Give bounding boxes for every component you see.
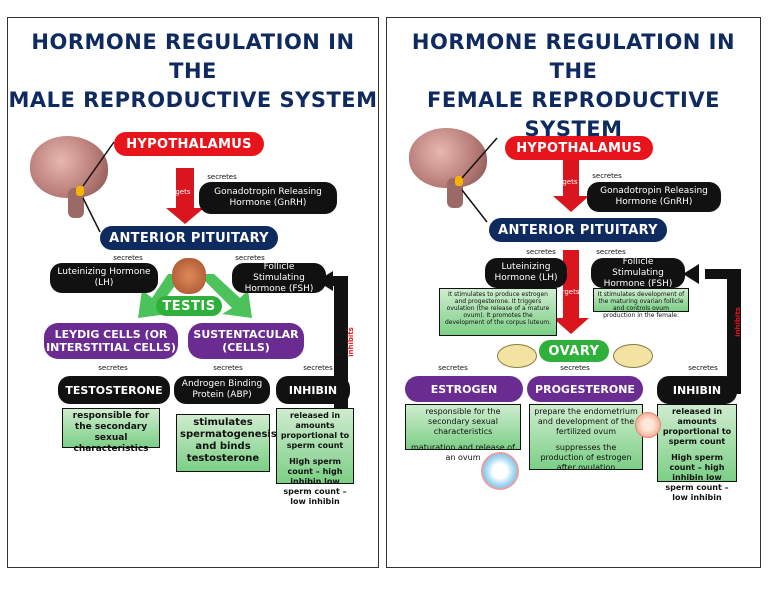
male-sustentacular-node: SUSTENTACULAR (CELLS) — [188, 323, 304, 359]
female-panel: HORMONE REGULATION IN THE FEMALE REPRODU… — [386, 17, 761, 568]
male-inhibin-desc-2: High sperm count – high inhibin low sper… — [283, 457, 347, 506]
female-estrogen-secretes: secretes — [438, 364, 468, 372]
female-estrogen-desc-2: maturation and release of an ovum — [411, 443, 515, 462]
female-lh-desc: It stimulates to produce estrogen and pr… — [439, 288, 557, 336]
female-title: HORMONE REGULATION IN THE FEMALE REPRODU… — [387, 28, 760, 144]
female-estrogen-desc: responsible for the secondary sexual cha… — [405, 404, 521, 462]
pituitary-marker — [76, 186, 84, 196]
male-abp-secretes: secretes — [213, 364, 243, 372]
female-progesterone-node: PROGESTERONE — [527, 376, 643, 402]
female-fsh-desc: It stimulates development of the maturin… — [593, 288, 689, 319]
female-fsh-secretes: secretes — [596, 248, 626, 256]
male-hypothalamus-secretes: secretes — [207, 173, 237, 181]
female-ovary-node: OVARY — [539, 340, 609, 362]
female-inhibin-secretes: secretes — [688, 364, 718, 372]
female-hypothalamus-secretes: secretes — [592, 172, 622, 180]
ovum-illustration — [481, 452, 519, 490]
female-progesterone-desc: prepare the endometrium and development … — [529, 404, 643, 472]
male-inhibin-desc-1: released in amounts proportional to sper… — [280, 411, 350, 450]
female-inhibin-desc-2: High sperm count – high inhibin low sper… — [665, 453, 729, 502]
male-title: HORMONE REGULATION IN THE MALE REPRODUCT… — [8, 28, 378, 115]
female-progesterone-desc-1: prepare the endometrium and development … — [534, 407, 638, 436]
female-progesterone-desc-2: suppresses the production of estrogen af… — [540, 443, 632, 472]
male-testis-node: TESTIS — [156, 296, 222, 316]
male-abp-node: Androgen Binding Protein (ABP) — [174, 376, 270, 404]
male-title-line2: MALE REPRODUCTIVE SYSTEM — [8, 88, 378, 112]
male-inhibin-node: INHIBIN — [276, 376, 350, 404]
male-lh-node: Luteinizing Hormone (LH) — [50, 263, 158, 293]
female-gnrh-node: Gonadotropin Releasing Hormone (GnRH) — [587, 182, 721, 212]
male-testosterone-secretes: secretes — [98, 364, 128, 372]
female-title-line2: FEMALE REPRODUCTIVE SYSTEM — [427, 88, 720, 141]
male-fsh-node: Follicle Stimulating Hormone (FSH) — [232, 262, 326, 294]
female-lh-secretes: secretes — [526, 248, 556, 256]
male-gnrh-node: Gonadotropin Releasing Hormone (GnRH) — [199, 182, 337, 214]
male-inhibin-desc: released in amounts proportional to sper… — [276, 408, 354, 506]
female-inhibin-desc-1: released in amounts proportional to sper… — [662, 407, 732, 446]
pituitary-marker — [455, 176, 463, 186]
male-inhibin-secretes: secretes — [303, 364, 333, 372]
female-estrogen-desc-1: responsible for the secondary sexual cha… — [425, 407, 501, 436]
female-lh-node: Luteinizing Hormone (LH) — [485, 258, 567, 288]
female-progesterone-secretes: secretes — [560, 364, 590, 372]
right-ovary-illustration — [613, 344, 653, 368]
male-hypothalamus-node: HYPOTHALAMUS — [114, 132, 264, 156]
female-hypothalamus-targets: targets — [552, 178, 578, 186]
male-anterior-pituitary-node: ANTERIOR PITUITARY — [100, 226, 278, 250]
female-inhibin-node: INHIBIN — [657, 376, 737, 404]
left-ovary-illustration — [497, 344, 537, 368]
male-hypothalamus-targets: targets — [165, 188, 191, 196]
female-inhibin-desc: released in amounts proportional to sper… — [657, 404, 737, 502]
female-inhibits-label: inhibits — [734, 307, 742, 337]
male-title-line1: HORMONE REGULATION IN THE — [31, 30, 355, 83]
female-fsh-node: Follicle Stimulating Hormone (FSH) — [591, 257, 685, 289]
male-testosterone-node: TESTOSTERONE — [58, 376, 170, 404]
male-abp-desc: stimulates spermatogenesis and binds tes… — [176, 414, 277, 472]
male-testosterone-desc: responsible for the secondary sexual cha… — [62, 408, 160, 454]
female-title-line1: HORMONE REGULATION IN THE — [411, 30, 736, 83]
brain-illustration — [30, 136, 108, 198]
female-connectors — [461, 137, 741, 394]
brain-illustration — [409, 128, 487, 188]
female-estrogen-node: ESTROGEN — [405, 376, 523, 402]
female-anterior-pituitary-node: ANTERIOR PITUITARY — [489, 218, 667, 242]
female-hypothalamus-node: HYPOTHALAMUS — [505, 136, 653, 160]
female-lh-targets: targets — [554, 288, 580, 296]
male-panel: HORMONE REGULATION IN THE MALE REPRODUCT… — [7, 17, 379, 568]
male-fsh-secretes: secretes — [235, 254, 265, 262]
male-inhibits-label: inhibits — [347, 327, 355, 357]
male-lh-secretes: secretes — [113, 254, 143, 262]
male-leydig-node: LEYDIG CELLS (OR INTERSTITIAL CELLS) — [44, 323, 178, 359]
testis-illustration — [172, 258, 206, 294]
follicle-illustration — [635, 412, 661, 438]
